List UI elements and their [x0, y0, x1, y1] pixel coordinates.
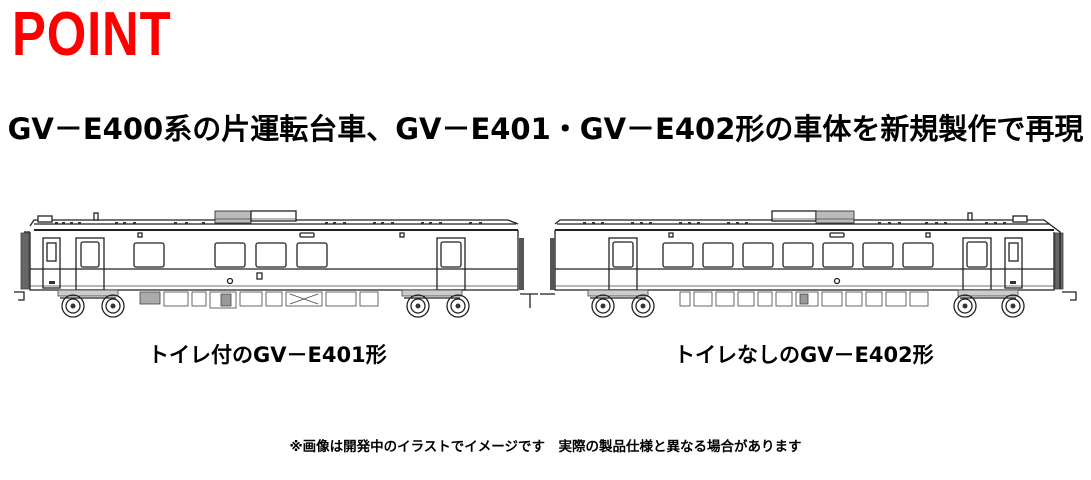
headline: GV－E400系の片運転台車、GV－E401・GV－E402形の車体を新規製作で… [7, 112, 1084, 146]
disclaimer-footnote: ※画像は開発中のイラストでイメージです 実際の製品仕様と異なる場合があります [289, 439, 802, 455]
car-gv-e401-drawing [14, 210, 538, 318]
car-label-gv-e401: トイレ付のGV－E401形 [148, 343, 387, 367]
train-illustration [14, 210, 1077, 318]
car-gv-e402-drawing [540, 210, 1077, 318]
car-label-gv-e402: トイレなしのGV－E402形 [674, 343, 934, 367]
point-badge: POINT [12, 0, 172, 69]
